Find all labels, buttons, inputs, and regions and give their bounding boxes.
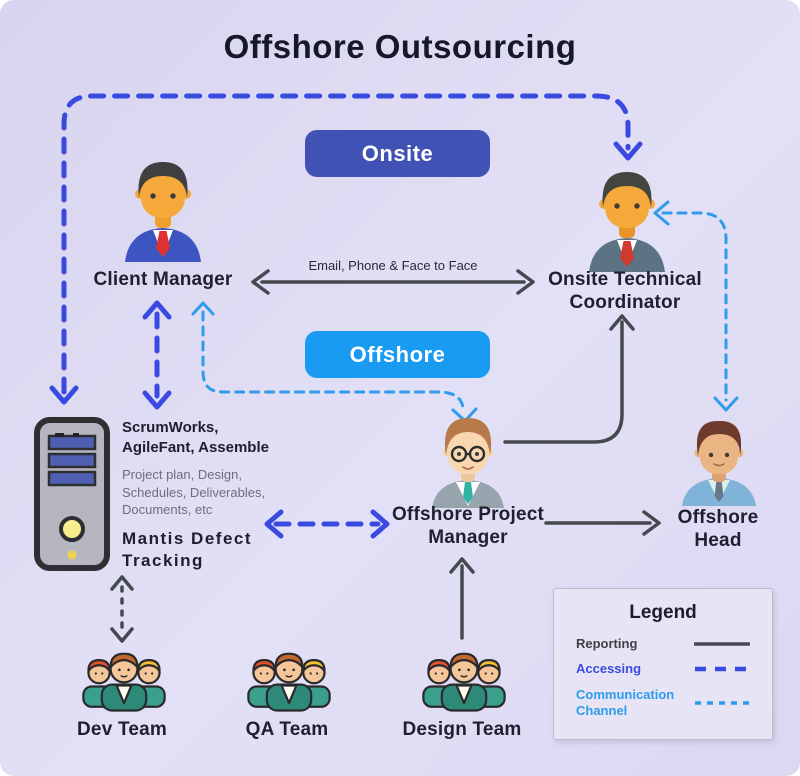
- offshore-head-icon: [682, 420, 756, 506]
- legend-row-reporting: Reporting: [554, 636, 772, 652]
- legend-accessing-label: Accessing: [576, 661, 642, 677]
- legend-row-accessing: Accessing: [554, 661, 772, 677]
- qa-team-icon: [247, 652, 331, 712]
- client-manager-icon: [125, 162, 201, 262]
- onsite-badge: Onsite: [305, 130, 490, 177]
- accessing-arrowhead-up: [142, 300, 172, 320]
- design-team-icon: [422, 652, 506, 712]
- legend-communication-label: Communication Channel: [576, 686, 675, 718]
- accessing-line-sample: [695, 667, 749, 672]
- design-team-label: Design Team: [402, 719, 522, 740]
- offshore-project-manager-label: Offshore Project Manager: [391, 504, 545, 549]
- onsite-technical-coordinator-icon: [589, 172, 665, 272]
- qa-team-label: QA Team: [245, 719, 329, 740]
- reporting-arrowhead-up-otc: [609, 314, 635, 331]
- email-phone-face-label: Email, Phone & Face to Face: [308, 258, 478, 273]
- communication-arrowhead-up-cm: [191, 301, 215, 316]
- legend-reporting-label: Reporting: [576, 636, 638, 651]
- legend-title: Legend: [629, 602, 697, 623]
- communication-arrowhead-down-head: [713, 396, 739, 412]
- accessing-arrowhead-down-coordinator: [613, 141, 643, 161]
- reporting-arrowhead-up-server: [110, 575, 134, 591]
- offshore-head-label: Offshore Head: [677, 507, 759, 552]
- accessing-arrowhead-down: [142, 390, 172, 410]
- server-icon: [34, 417, 110, 571]
- legend-box: Legend Reporting Accessing Communication…: [553, 588, 773, 740]
- offshore-project-manager-icon: [432, 418, 504, 508]
- onsite-technical-coordinator-label: Onsite Technical Coordinator: [548, 269, 702, 314]
- server-text-block: ScrumWorks, AgileFant, Assemble Project …: [122, 418, 292, 572]
- reporting-arrowhead-down-dev: [110, 627, 134, 643]
- server-mantis-label: Mantis Defect Tracking: [122, 528, 253, 570]
- dev-team-label: Dev Team: [77, 719, 167, 740]
- page-title: Offshore Outsourcing: [223, 28, 577, 65]
- accessing-arrowhead-down-server: [49, 385, 79, 405]
- legend-row-communication: Communication Channel: [554, 687, 772, 720]
- reporting-line-sample: [694, 642, 750, 646]
- offshore-badge: Offshore: [305, 331, 490, 378]
- reporting-opm-otc-line: [503, 320, 624, 444]
- server-tools-label: ScrumWorks, AgileFant, Assemble: [122, 419, 269, 456]
- server-artifacts-label: Project plan, Design, Schedules, Deliver…: [122, 467, 266, 518]
- communication-line-sample: [695, 701, 749, 705]
- reporting-arrowhead-up-opm: [449, 557, 475, 574]
- dev-team-icon: [82, 652, 166, 712]
- client-manager-label: Client Manager: [93, 269, 233, 290]
